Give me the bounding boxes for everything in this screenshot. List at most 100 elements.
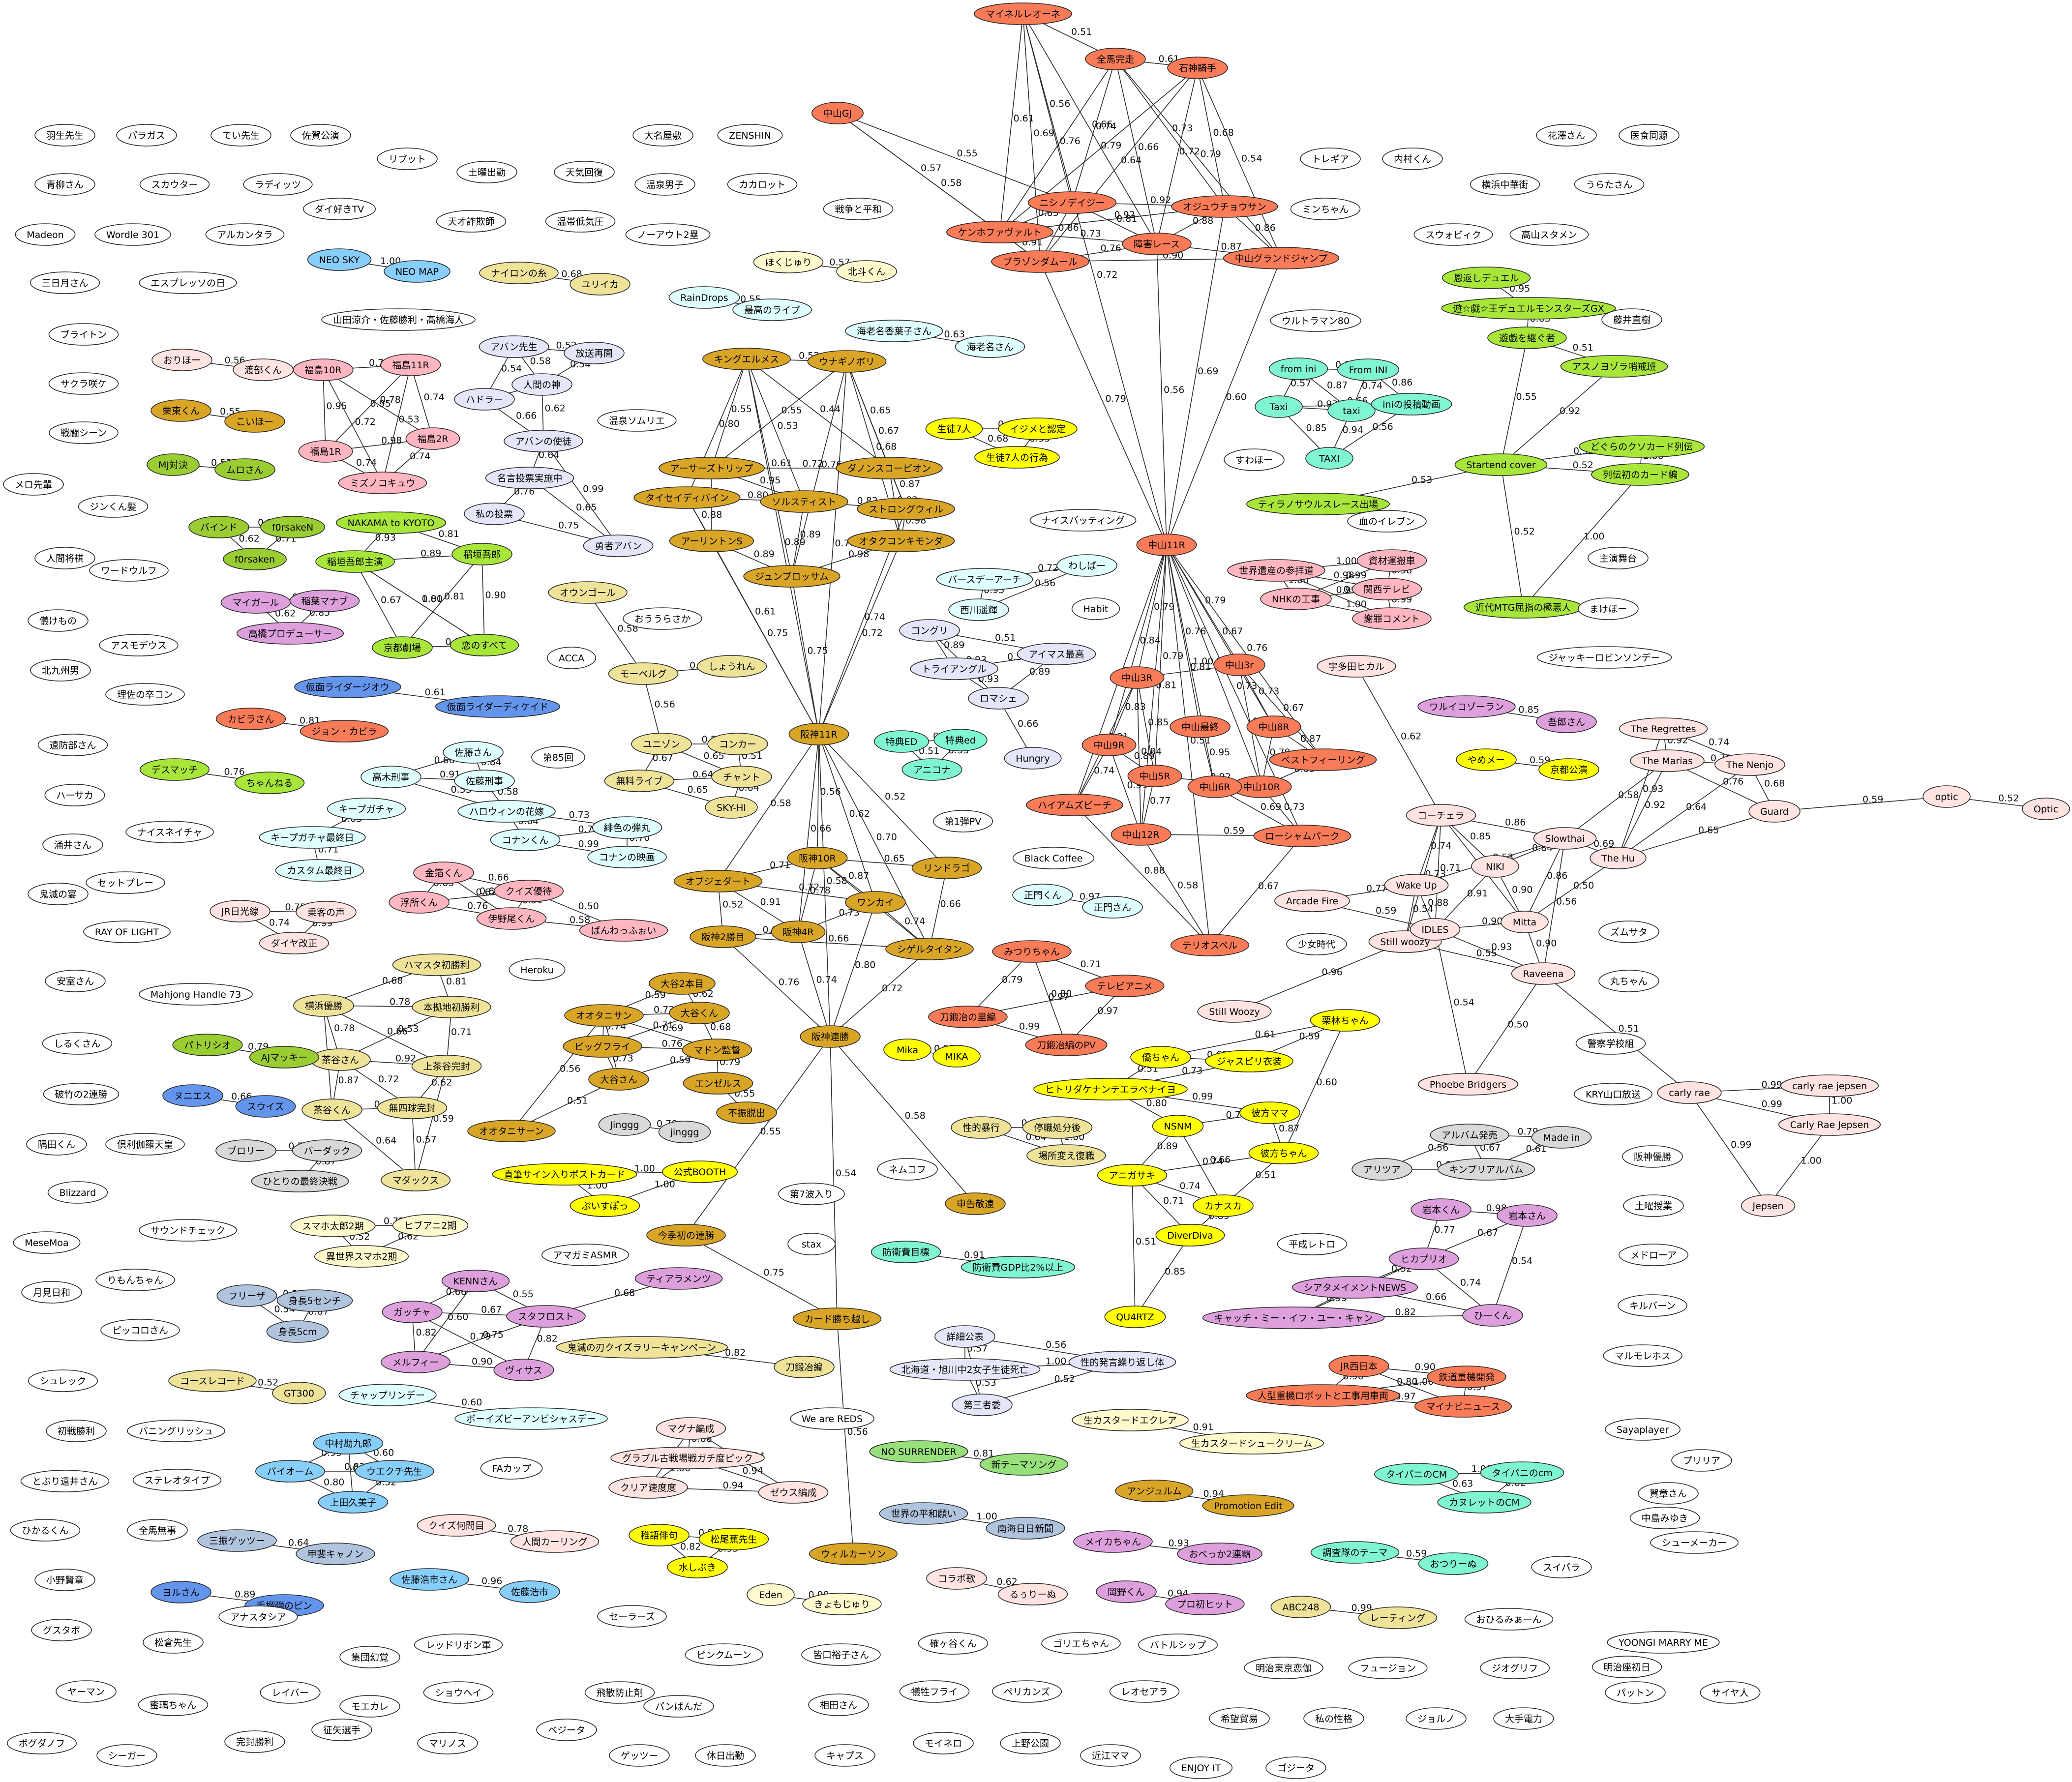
node-label: セットプレー — [97, 878, 153, 889]
edge-weight-label: 0.85 — [1165, 1266, 1185, 1277]
node-label: RAY OF LIGHT — [95, 927, 159, 938]
node-ellipse — [372, 636, 433, 659]
node-label: 最高のライブ — [744, 304, 800, 316]
keyword-node: おりほー — [151, 349, 212, 371]
node-label: キンプリアルバム — [1449, 1164, 1524, 1175]
keyword-node: NEO SKY — [307, 248, 372, 271]
edge-weight-label: 0.50 — [578, 901, 599, 912]
node-ellipse — [1097, 1164, 1168, 1187]
edge-weight-label: 0.90 — [1536, 938, 1557, 949]
node-label: 明治東京恋伽 — [1256, 1663, 1312, 1674]
keyword-node: どぐらのクソカード列伝 — [1578, 435, 1705, 458]
node-ellipse — [127, 1519, 188, 1542]
isolated-keyword-node: パットン — [1605, 1681, 1666, 1704]
node-ellipse — [547, 647, 596, 669]
edge-weight-label: 0.71 — [1440, 862, 1461, 873]
keyword-node: NO SURRENDER — [869, 1440, 968, 1463]
keyword-node: 福島1R — [298, 440, 353, 463]
keyword-node: 松尾蕉先生 — [698, 1528, 769, 1550]
node-label: 儀けもの — [39, 616, 77, 626]
isolated-keyword-node: セーラーズ — [597, 1605, 667, 1628]
node-label: Phoebe Bridgers — [1430, 1079, 1506, 1090]
node-ellipse — [563, 1035, 642, 1058]
keyword-node: Jepsen — [1741, 1194, 1796, 1217]
edge-weight-label: 0.70 — [876, 832, 897, 843]
edge — [529, 477, 619, 546]
node-label: 中山3R — [1121, 673, 1152, 683]
isolated-keyword-node: Sayaplayer — [1605, 1418, 1681, 1441]
isolated-keyword-node: 天気回復 — [554, 161, 615, 183]
node-label: 福島2R — [417, 434, 448, 445]
node-label: 生カスタードシュークリーム — [1191, 1438, 1312, 1449]
node-ellipse — [380, 1351, 451, 1373]
keyword-node: オウンゴール — [548, 581, 628, 604]
node-ellipse — [536, 1719, 597, 1741]
edge-weight-label: 0.76 — [1185, 626, 1206, 637]
node-label: 近代MTG屈指の極悪人 — [1475, 602, 1571, 613]
node-label: 性的発言繰り返し体 — [1080, 1357, 1164, 1368]
node-label: カナスカ — [1204, 1201, 1242, 1212]
node-ellipse — [790, 1407, 874, 1430]
edge-weight-label: 0.96 — [1322, 967, 1343, 978]
node-label: スイパラ — [1543, 1562, 1580, 1573]
isolated-keyword-node: プリリア — [1671, 1449, 1732, 1472]
node-ellipse — [1347, 510, 1427, 533]
edge-weight-label: 0.72 — [1038, 563, 1058, 573]
keyword-node: ハドラー — [454, 388, 515, 411]
node-ellipse — [695, 1744, 756, 1767]
edge-weight-label: 0.73 — [1182, 1066, 1202, 1076]
isolated-keyword-node: 内村くん — [1382, 148, 1443, 170]
node-ellipse — [1017, 643, 1096, 665]
edge-weight-label: 0.66 — [1138, 142, 1159, 152]
keyword-node: 特典ed — [933, 729, 988, 751]
node-ellipse — [339, 1695, 400, 1718]
node-ellipse — [1056, 554, 1117, 577]
keyword-node: バーダック — [292, 1139, 362, 1162]
edge-weight-label: 0.56 — [1046, 1339, 1066, 1350]
node-ellipse — [1590, 847, 1647, 869]
edge-weight-label: 0.99 — [1346, 570, 1367, 581]
node-ellipse — [417, 1514, 496, 1537]
keyword-node: エンゼルス — [683, 1072, 753, 1095]
keyword-node: 遊☆戯☆王デュエルモンスターズGX — [1441, 297, 1616, 320]
node-label: ハーサカ — [56, 790, 93, 801]
keyword-node: マダックス — [380, 1169, 451, 1191]
node-label: 希望貿易 — [1221, 1714, 1258, 1724]
keyword-node: 中山8R — [1246, 715, 1301, 738]
edge — [1115, 59, 1157, 244]
edge — [818, 540, 901, 735]
edge-weight-label: 0.68 — [382, 976, 403, 986]
node-ellipse — [236, 622, 344, 645]
isolated-keyword-node: 土曜出勤 — [456, 161, 517, 183]
node-label: 西川遥輝 — [960, 605, 997, 616]
node-ellipse — [889, 1358, 1041, 1381]
edge-weight-label: 0.82 — [537, 1334, 558, 1344]
node-label: ジョルノ — [1417, 1714, 1455, 1724]
node-ellipse — [608, 662, 679, 685]
isolated-keyword-node: ジャッキーロビンソンデー — [1536, 646, 1672, 669]
node-ellipse — [42, 1032, 113, 1055]
keyword-node: キャッチ・ミー・イフ・ユー・キャン — [1202, 1307, 1385, 1329]
node-ellipse — [698, 1528, 769, 1550]
edge-weight-label: 0.75 — [808, 646, 828, 656]
edge — [323, 369, 383, 483]
node-label: 中山10R — [1243, 782, 1280, 793]
node-ellipse — [597, 409, 677, 432]
node-ellipse — [34, 173, 95, 196]
node-ellipse — [1603, 1344, 1682, 1367]
node-ellipse — [1327, 399, 1376, 422]
node-ellipse — [1441, 267, 1531, 289]
keyword-node: Made in — [1531, 1126, 1592, 1149]
isolated-keyword-node: 皆口裕子さん — [801, 1643, 881, 1666]
node-ellipse — [1623, 1194, 1684, 1217]
node-label: 高山スタメン — [1521, 230, 1577, 240]
isolated-keyword-node: 松倉先生 — [143, 1631, 204, 1654]
edge-weight-label: 0.62 — [545, 403, 566, 414]
edge-weight-label: 0.73 — [1172, 123, 1193, 134]
node-ellipse — [1246, 1384, 1400, 1407]
node-label: 無四球完封 — [389, 1103, 435, 1114]
keyword-node: 佐藤浩市さん — [390, 1568, 469, 1591]
keyword-node: 伊野尾くん — [476, 907, 547, 930]
keyword-node: 中山最終 — [1170, 715, 1231, 738]
edge — [355, 561, 403, 648]
